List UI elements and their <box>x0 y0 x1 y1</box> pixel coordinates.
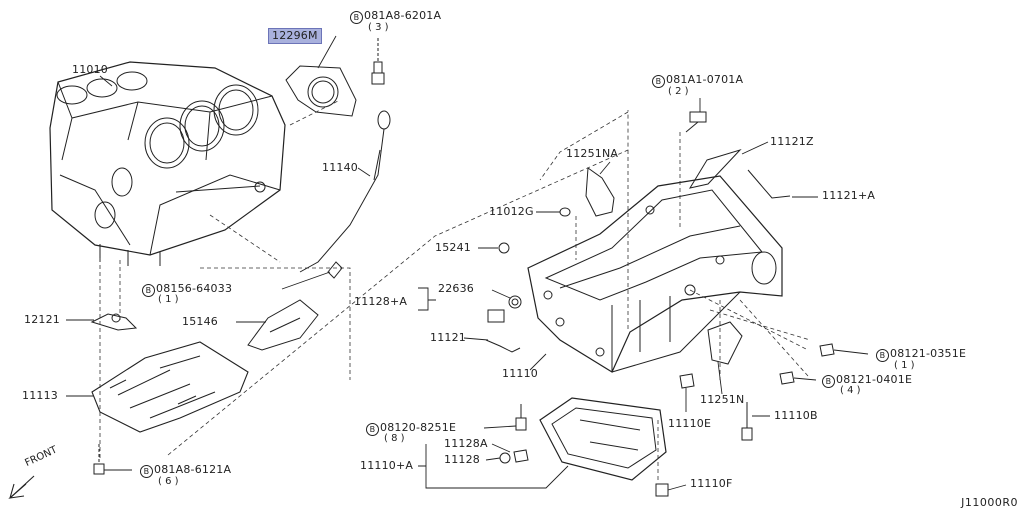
bolt-symbol-icon: B <box>142 284 155 297</box>
label-11110a[interactable]: 11110+A <box>360 459 414 472</box>
qty-081a8-6121a: ( 6 ) <box>158 476 179 487</box>
label-11012g[interactable]: 11012G <box>489 205 534 218</box>
label-22636[interactable]: 22636 <box>438 282 474 295</box>
front-arrow-icon <box>8 475 35 499</box>
label-11110b[interactable]: 11110B <box>774 409 818 422</box>
label-15146[interactable]: 15146 <box>182 315 218 328</box>
seal-12296m-part <box>285 65 357 117</box>
qty-08120-8251e: ( 8 ) <box>384 433 405 444</box>
side-bolts-part <box>679 343 835 441</box>
qty-081a1-0701a: ( 2 ) <box>668 86 689 97</box>
label-11128[interactable]: 11128 <box>444 453 480 466</box>
qty-08121-0351e: ( 1 ) <box>894 360 915 371</box>
label-15241[interactable]: 15241 <box>435 241 471 254</box>
bolt-symbol-icon: B <box>876 349 889 362</box>
label-11110f[interactable]: 11110F <box>690 477 733 490</box>
label-12296m[interactable]: 12296M <box>268 28 322 44</box>
diagram-id: J11000R0 <box>961 496 1018 509</box>
dipstick-part <box>299 110 391 273</box>
bolt-symbol-icon: B <box>140 465 153 478</box>
bolt-symbol-icon: B <box>652 75 665 88</box>
label-11121[interactable]: 11121 <box>430 331 466 344</box>
label-12121[interactable]: 12121 <box>24 313 60 326</box>
bolt-bottom-part <box>93 444 105 475</box>
bolt-symbol-icon: B <box>366 423 379 436</box>
label-11113[interactable]: 11113 <box>22 389 58 402</box>
label-11010[interactable]: 11010 <box>72 63 108 76</box>
label-11251n[interactable]: 11251N <box>700 393 745 406</box>
qty-08156-64033: ( 1 ) <box>158 294 179 305</box>
cylinder-block-part <box>49 61 286 266</box>
cover-11251n-part <box>707 321 743 365</box>
bolt-top-part <box>371 38 385 85</box>
label-11121a[interactable]: 11121+A <box>822 189 876 202</box>
label-11110[interactable]: 11110 <box>502 367 538 380</box>
label-11140[interactable]: 11140 <box>322 161 358 174</box>
bracket-15146-part <box>247 261 343 351</box>
lower-oil-pan-part <box>499 397 669 497</box>
bolt-symbol-icon: B <box>822 375 835 388</box>
small-fittings-part <box>485 111 791 353</box>
label-11128a-group[interactable]: 11128+A <box>354 295 408 308</box>
bolt-symbol-icon: B <box>350 11 363 24</box>
qty-081a8-6201a: ( 3 ) <box>368 22 389 33</box>
label-11128a[interactable]: 11128A <box>444 437 488 450</box>
label-11251na[interactable]: 11251NA <box>566 147 619 160</box>
label-11121z[interactable]: 11121Z <box>770 135 814 148</box>
label-11110e[interactable]: 11110E <box>668 417 712 430</box>
upper-oil-pan-part <box>527 175 783 373</box>
baffle-plate-part <box>91 341 249 433</box>
qty-08121-0401e: ( 4 ) <box>840 385 861 396</box>
sensor-12121-part <box>90 313 138 331</box>
